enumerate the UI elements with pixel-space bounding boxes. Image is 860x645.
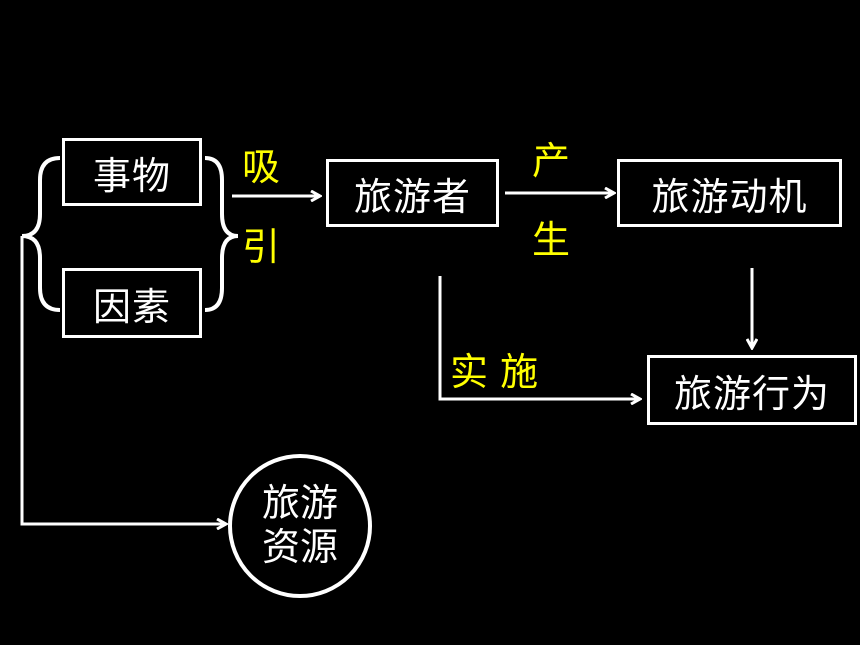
- factor-text: 因素: [92, 284, 171, 329]
- factor-box: 因素: [62, 268, 202, 338]
- behavior-text: 旅游行为: [673, 371, 830, 416]
- resource-arrow: [20, 236, 226, 524]
- behavior-box: 旅游行为: [647, 355, 857, 425]
- produce-label-1: 产: [532, 139, 571, 183]
- resource-text-line2: 资源: [261, 525, 338, 569]
- tourist-box: 旅游者: [326, 159, 499, 227]
- implement-label: 实 施: [450, 350, 539, 394]
- resource-circle: 旅游 资源: [228, 454, 372, 598]
- thing-text: 事物: [92, 153, 171, 198]
- resource-text-line1: 旅游: [261, 481, 338, 526]
- attract-label-1: 吸: [242, 145, 281, 189]
- produce-label-2: 生: [532, 218, 571, 262]
- tourist-text: 旅游者: [353, 174, 471, 219]
- motivation-box: 旅游动机: [617, 159, 842, 227]
- thing-box: 事物: [62, 138, 202, 206]
- attract-label-2: 引: [242, 225, 281, 269]
- right-brace: [204, 156, 239, 312]
- motivation-text: 旅游动机: [651, 174, 808, 219]
- left-brace: [21, 156, 61, 312]
- implement-arrow: [438, 276, 640, 399]
